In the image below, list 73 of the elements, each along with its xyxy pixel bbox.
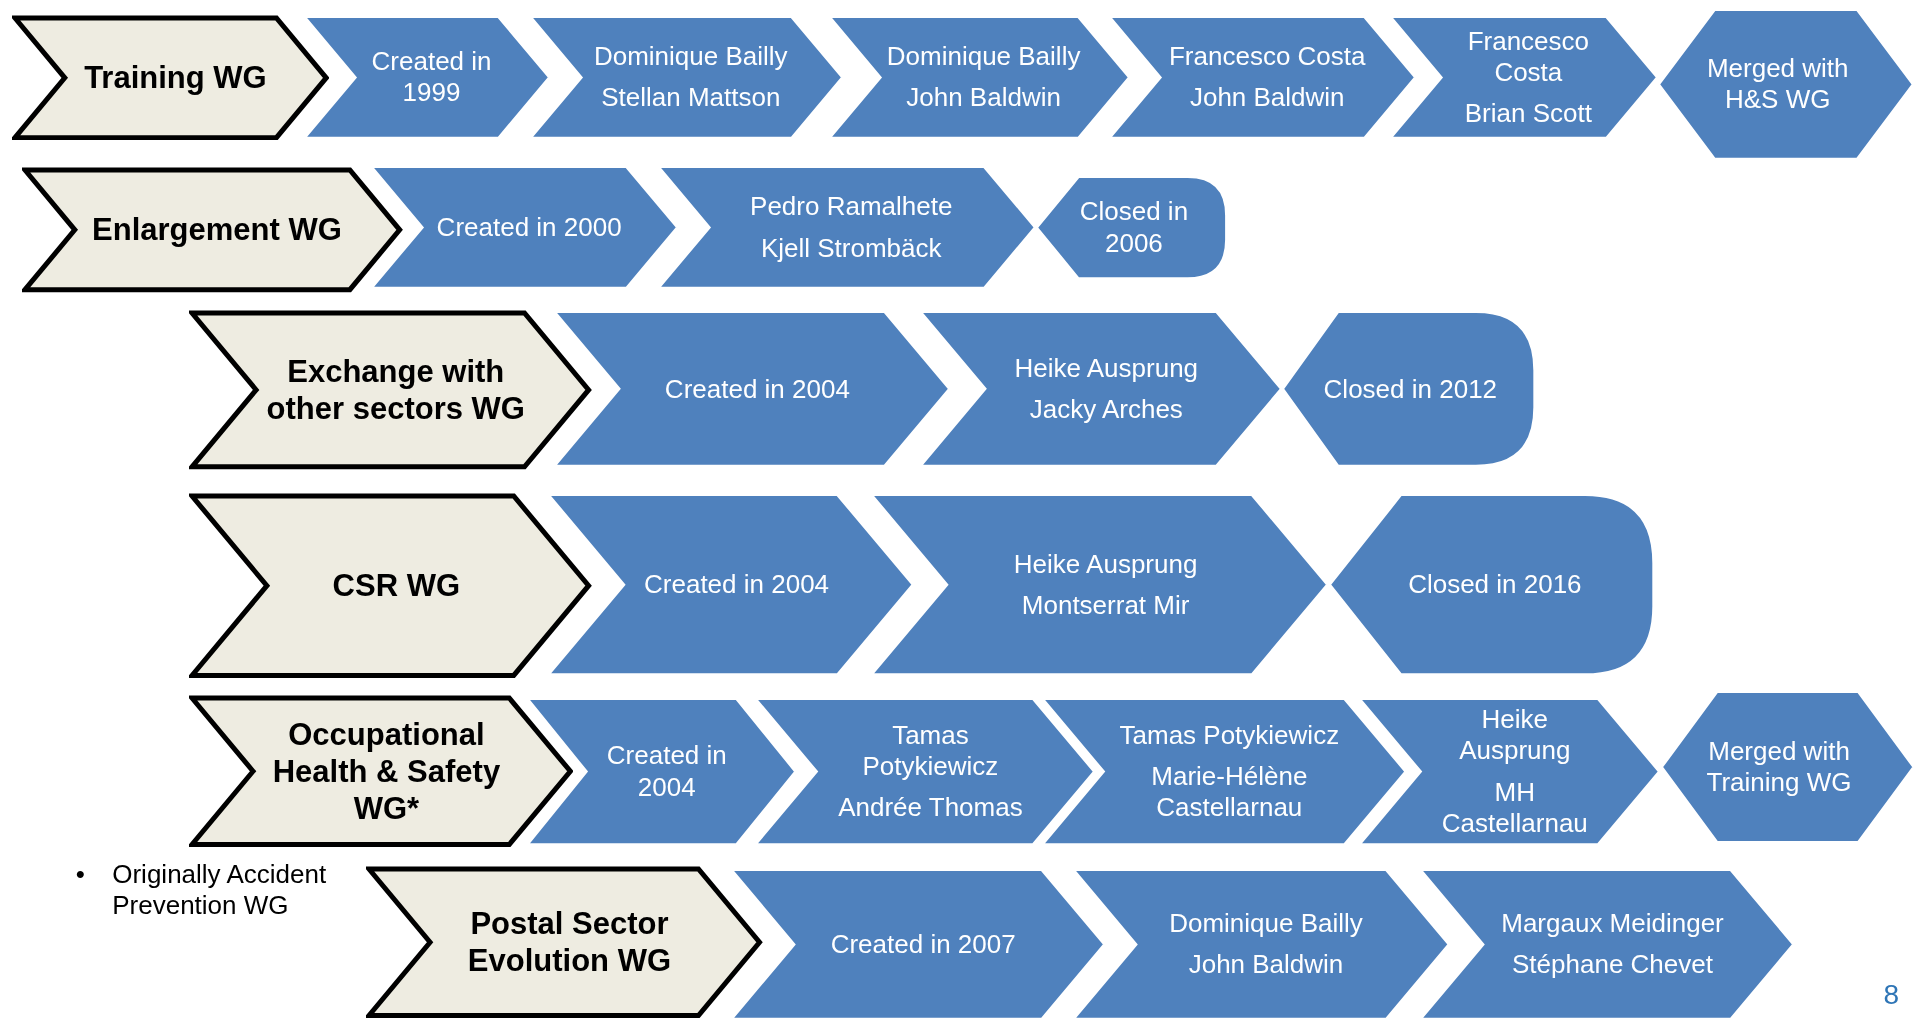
group-title: Training WG xyxy=(84,58,267,97)
footnote: Originally Accident Prevention WG xyxy=(112,858,328,922)
process-step xyxy=(528,699,796,845)
group-title: CSR WG xyxy=(332,567,460,605)
person-name: Francesco Costa xyxy=(1169,41,1366,73)
person-name: Heike Ausprung xyxy=(1458,704,1572,767)
person-name: Brian Scott xyxy=(1464,98,1592,130)
step-label: Created in 2004 xyxy=(644,569,830,601)
process-step xyxy=(732,869,1105,1019)
end-step xyxy=(1283,312,1535,467)
page-number: 8 xyxy=(1883,979,1899,1011)
step-label: Created in 2000 xyxy=(436,211,622,244)
person-name: Stellan Mattson xyxy=(601,82,781,114)
person-name: MH Castellarnau xyxy=(1440,776,1589,839)
person-name: Kjell Strombäck xyxy=(760,232,942,264)
end-step xyxy=(1659,9,1913,159)
person-name: Dominique Bailly xyxy=(593,41,788,73)
step-label: Created in 1999 xyxy=(370,46,493,109)
process-step xyxy=(530,17,842,138)
process-step xyxy=(549,495,913,675)
step-label: Created in 2007 xyxy=(830,928,1016,960)
process-step xyxy=(921,312,1281,467)
person-name: Marie-Hélène Castellarnau xyxy=(1150,761,1309,824)
group-header xyxy=(189,309,592,470)
process-step xyxy=(872,495,1328,675)
end-step xyxy=(1661,691,1913,842)
person-name: John Baldwin xyxy=(1189,82,1345,114)
process-step xyxy=(658,167,1035,288)
step-label: Closed in 2006 xyxy=(1078,196,1190,259)
process-step xyxy=(829,17,1129,138)
bullet: • xyxy=(75,858,85,891)
step-label: Closed in 2012 xyxy=(1323,373,1498,405)
process-step xyxy=(1043,699,1406,845)
group-title: Exchange with other sectors WG xyxy=(265,352,526,427)
group-title: Postal Sector Evolution WG xyxy=(466,905,673,980)
person-name: Stéphane Chevet xyxy=(1512,949,1713,981)
person-name: John Baldwin xyxy=(1188,949,1344,981)
person-name: John Baldwin xyxy=(906,82,1061,114)
process-step xyxy=(1110,17,1416,138)
step-label: Closed in 2016 xyxy=(1408,569,1582,601)
group-header xyxy=(189,695,574,848)
person-name: Pedro Ramalhete xyxy=(750,191,953,223)
person-name: Margaux Meidinger xyxy=(1501,908,1724,940)
process-step xyxy=(305,17,549,138)
person-name: Francesco Costa xyxy=(1466,25,1591,89)
person-name: Tamas Potykiewicz xyxy=(861,719,1000,783)
group-header xyxy=(189,492,592,679)
process-step xyxy=(372,167,678,288)
person-name: Heike Ausprung xyxy=(1013,548,1198,580)
person-name: Dominique Bailly xyxy=(1169,908,1363,940)
process-step xyxy=(555,312,950,467)
process-step xyxy=(1073,869,1449,1019)
person-name: Montserrat Mir xyxy=(1021,590,1190,622)
step-label: Merged with H&S WG xyxy=(1705,52,1850,116)
person-name: Heike Ausprung xyxy=(1014,353,1199,385)
step-label: Created in 2004 xyxy=(605,740,728,803)
person-name: Tamas Potykiewicz xyxy=(1119,719,1340,752)
person-name: Andrée Thomas xyxy=(838,792,1023,824)
process-step xyxy=(1360,699,1660,845)
step-label: Created in 2004 xyxy=(664,373,850,405)
end-step xyxy=(1329,495,1654,675)
group-header xyxy=(12,14,330,141)
group-header xyxy=(366,866,763,1019)
group-title: Enlargement WG xyxy=(92,211,342,249)
group-header xyxy=(21,167,403,293)
step-label: Merged with Training WG xyxy=(1705,735,1853,798)
process-step xyxy=(756,699,1095,845)
process-step xyxy=(1390,17,1657,138)
group-title: Occupational Health & Safety WG* xyxy=(271,715,502,828)
process-step xyxy=(1421,869,1794,1019)
person-name: Dominique Bailly xyxy=(886,41,1081,73)
person-name: Jacky Arches xyxy=(1029,394,1183,426)
end-step xyxy=(1037,176,1227,279)
